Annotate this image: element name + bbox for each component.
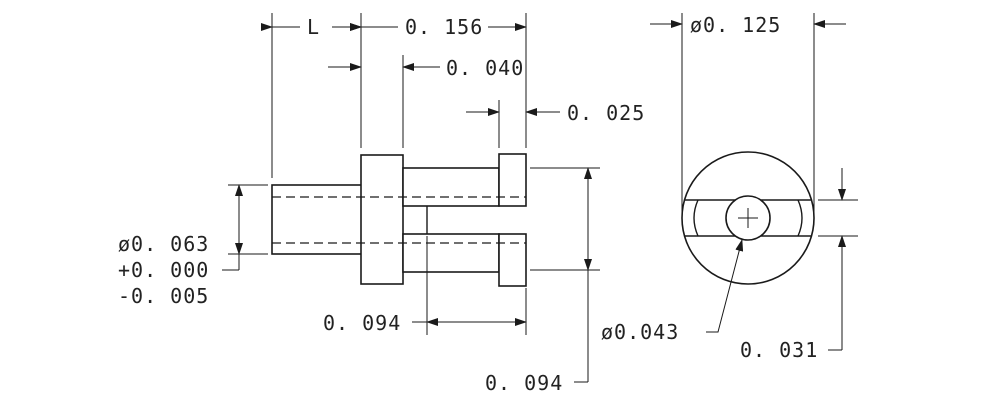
label-slot-width: 0. 031 (740, 338, 818, 362)
label-slot-depth: 0. 094 (323, 311, 401, 335)
label-overall-length: 0. 156 (405, 15, 483, 39)
label-hole-diameter: ø0.043 (601, 320, 679, 344)
end-view-dimensions (650, 13, 858, 351)
label-shank-tolerance-plus: +0. 000 (118, 258, 209, 282)
shank-diameter-dimension (222, 184, 268, 271)
label-flange-diameter: 0. 094 (485, 371, 563, 395)
lower-tine (402, 233, 500, 273)
top-dimensions (261, 13, 560, 178)
side-view (271, 153, 527, 287)
label-head-thickness: 0. 040 (446, 56, 524, 80)
lower-flange (498, 233, 527, 287)
label-flange-thickness: 0. 025 (567, 101, 645, 125)
slot-depth-dimension (412, 236, 527, 335)
head (360, 154, 404, 285)
upper-tine (402, 167, 500, 207)
label-length-l: L (307, 15, 320, 39)
label-shank-diameter: ø0. 063 (118, 232, 209, 256)
upper-flange (498, 153, 527, 207)
label-end-diameter: ø0. 125 (690, 13, 781, 37)
flange-diameter-dimension (530, 167, 600, 383)
end-view (681, 151, 815, 285)
label-shank-tolerance-minus: -0. 005 (118, 284, 209, 308)
